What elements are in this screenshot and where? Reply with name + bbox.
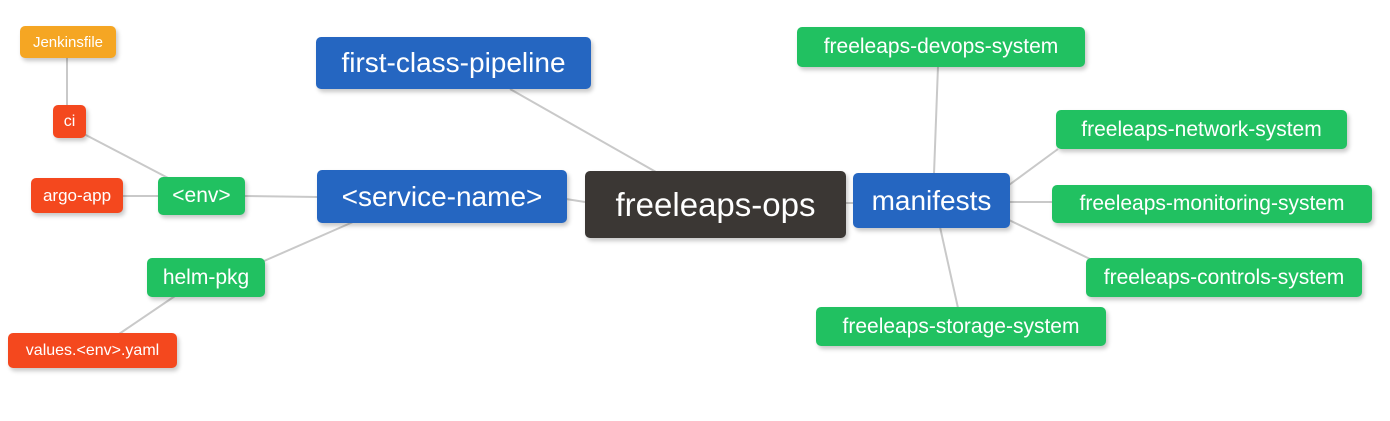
node-network-system[interactable]: freeleaps-network-system xyxy=(1056,110,1347,149)
node-storage-system[interactable]: freeleaps-storage-system xyxy=(816,307,1106,346)
node-ci[interactable]: ci xyxy=(53,105,86,138)
edge-service-name-ops xyxy=(565,198,586,203)
node-freeleaps-ops[interactable]: freeleaps-ops xyxy=(585,171,846,238)
edge-manifests-network xyxy=(1008,148,1059,186)
node-service-name[interactable]: <service-name> xyxy=(317,170,567,223)
node-env[interactable]: <env> xyxy=(158,177,245,215)
edge-manifests-devops xyxy=(933,65,939,175)
node-manifests[interactable]: manifests xyxy=(853,173,1010,228)
edge-ci-env xyxy=(81,132,171,180)
node-controls-system[interactable]: freeleaps-controls-system xyxy=(1086,258,1362,297)
edge-pipeline-freeleaps-ops xyxy=(509,88,657,173)
edge-helm-pkg-values xyxy=(118,295,176,335)
edge-manifests-controls xyxy=(1008,219,1091,260)
edge-manifests-storage xyxy=(939,226,959,309)
edge-env-service-name xyxy=(243,195,319,198)
edge-service-name-helm-pkg xyxy=(263,221,354,262)
node-helm-pkg[interactable]: helm-pkg xyxy=(147,258,265,297)
node-first-class-pipeline[interactable]: first-class-pipeline xyxy=(316,37,591,89)
node-argo-app[interactable]: argo-app xyxy=(31,178,123,213)
node-devops-system[interactable]: freeleaps-devops-system xyxy=(797,27,1085,67)
node-monitoring-system[interactable]: freeleaps-monitoring-system xyxy=(1052,185,1372,223)
node-jenkinsfile[interactable]: Jenkinsfile xyxy=(20,26,116,58)
node-values-env-yaml[interactable]: values.<env>.yaml xyxy=(8,333,177,368)
